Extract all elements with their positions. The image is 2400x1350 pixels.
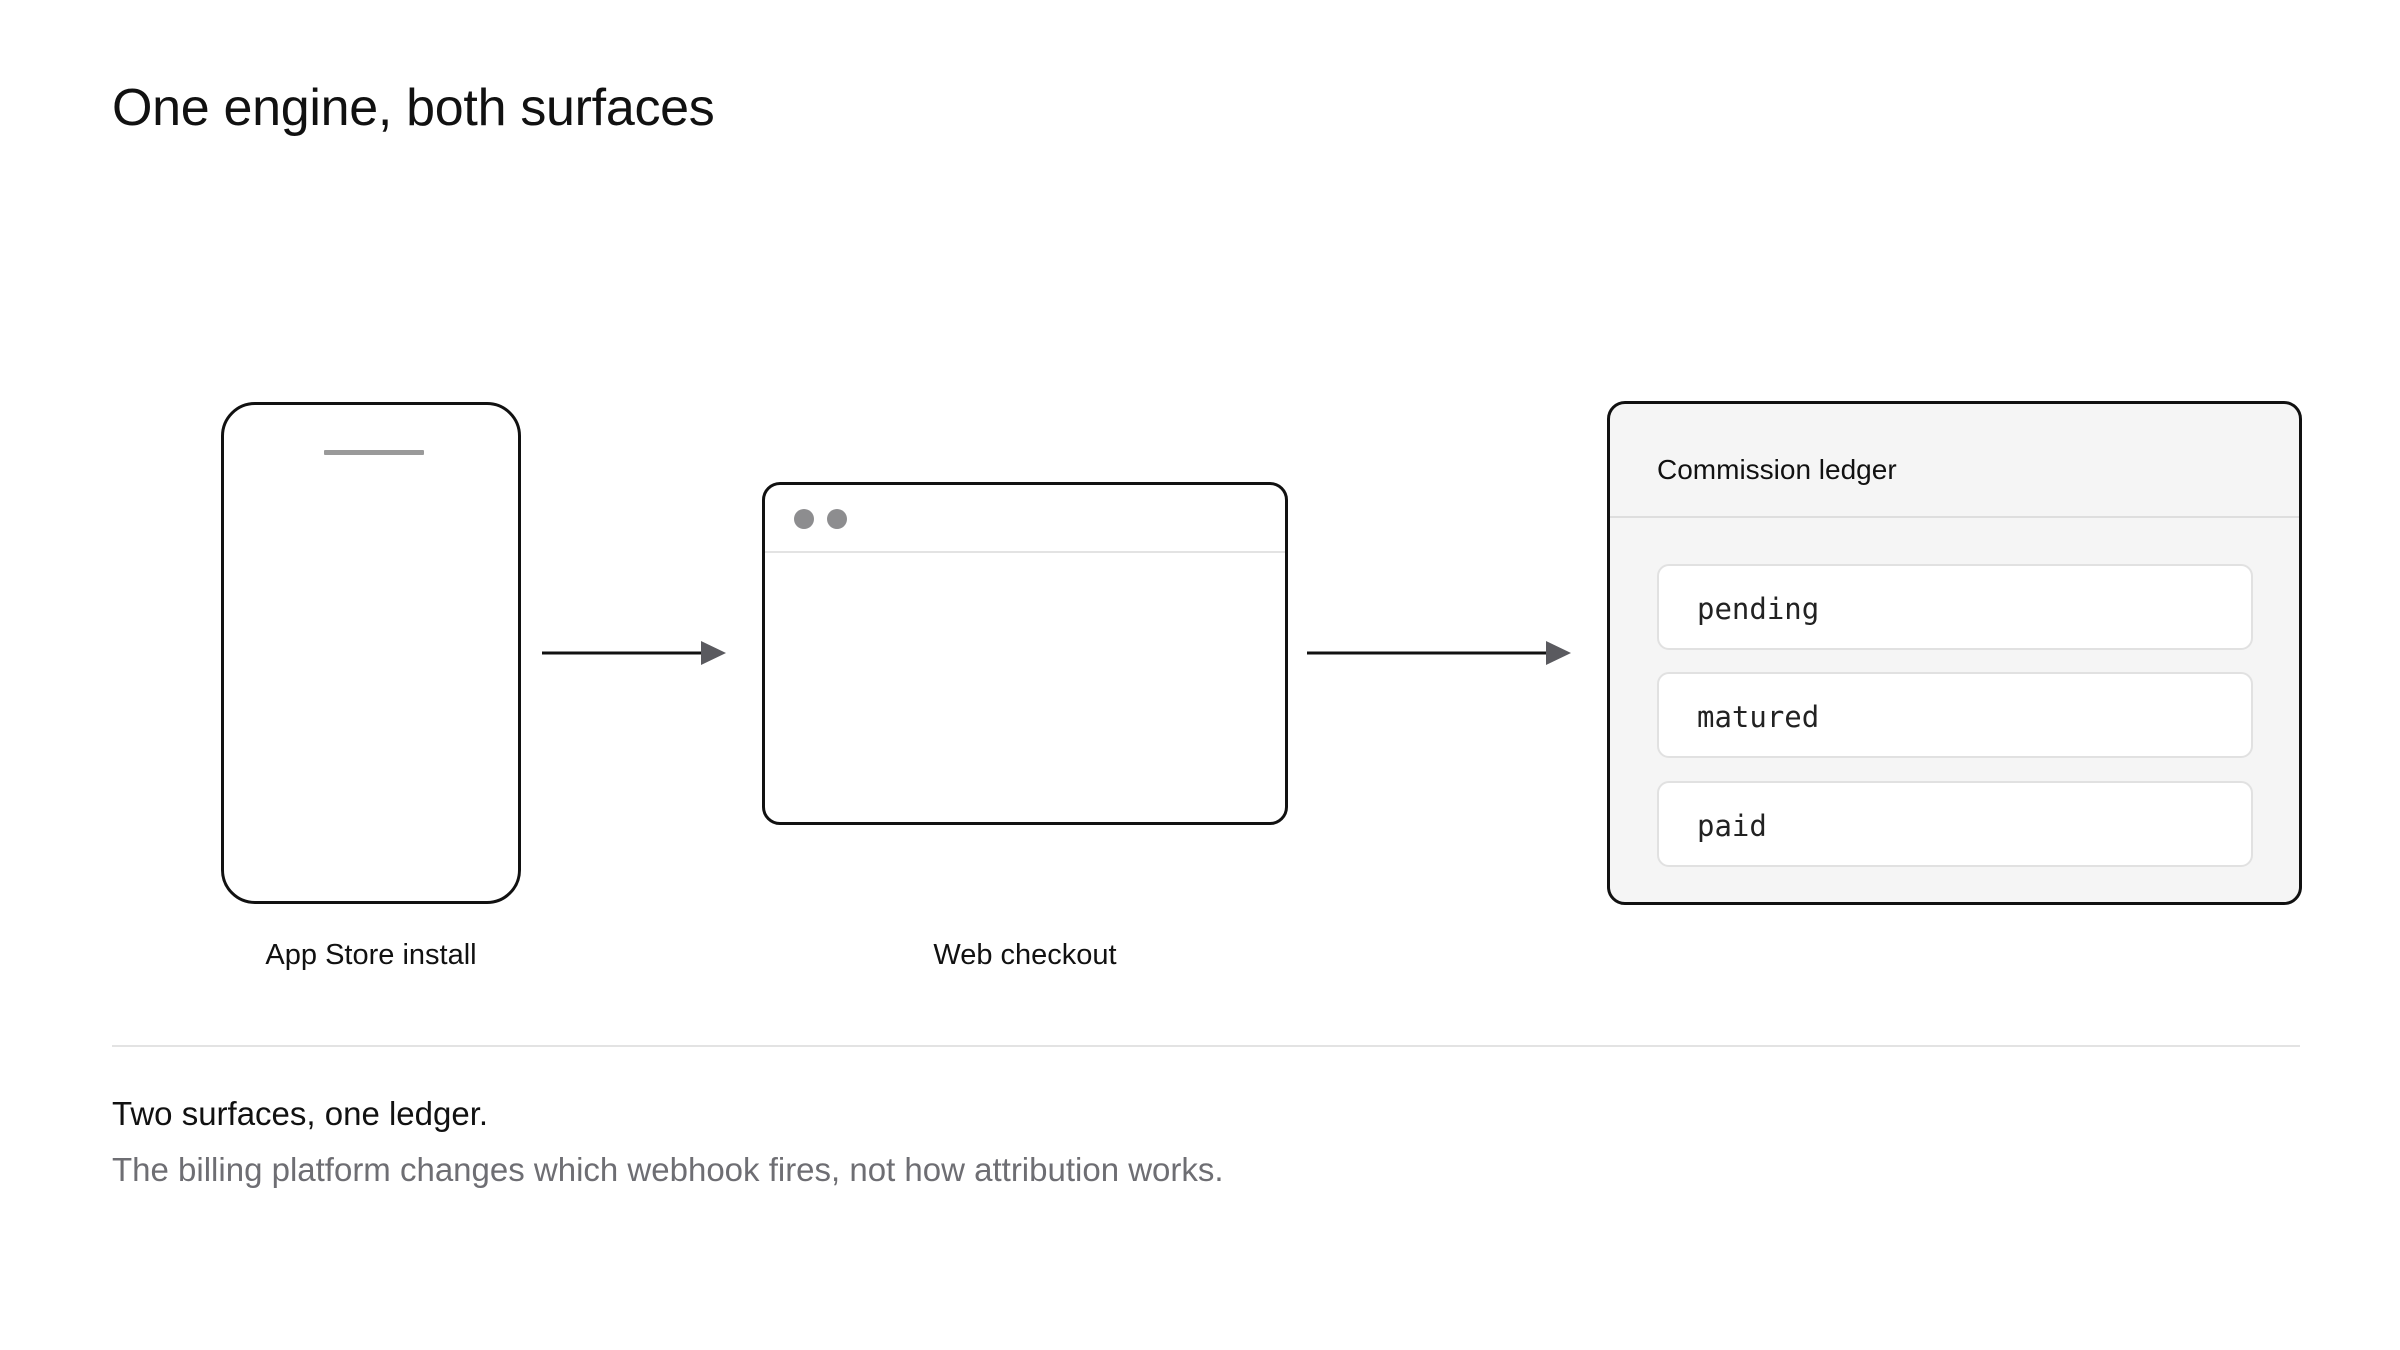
app-store-caption: App Store install — [265, 939, 477, 971]
page-title: One engine, both surfaces — [112, 79, 715, 137]
ledger-state-label: pending — [1697, 592, 1820, 626]
window-dot-icon — [827, 509, 847, 529]
ledger-state-row: paid — [1657, 781, 2253, 867]
browser-window-mockup — [762, 482, 1288, 825]
phone-speaker-icon — [324, 450, 424, 455]
ledger-state-label: matured — [1697, 700, 1820, 734]
ledger-state-row: pending — [1657, 564, 2253, 650]
section-divider — [112, 1045, 2300, 1047]
phone-mockup — [221, 402, 521, 904]
ledger-header: Commission ledger — [1610, 404, 2299, 518]
footer-body: The billing platform changes which webho… — [112, 1151, 1224, 1188]
ledger-state-label: paid — [1697, 809, 1767, 843]
arrow-browser-to-ledger — [1307, 641, 1571, 665]
browser-title-bar — [765, 485, 1285, 553]
arrow-phone-to-browser — [542, 641, 726, 665]
web-checkout-caption: Web checkout — [933, 939, 1117, 971]
commission-ledger-panel: Commission ledger pending matured paid — [1607, 401, 2302, 905]
ledger-title: Commission ledger — [1657, 454, 1897, 485]
window-dot-icon — [794, 509, 814, 529]
footer-heading: Two surfaces, one ledger. — [112, 1095, 489, 1132]
ledger-state-row: matured — [1657, 672, 2253, 758]
